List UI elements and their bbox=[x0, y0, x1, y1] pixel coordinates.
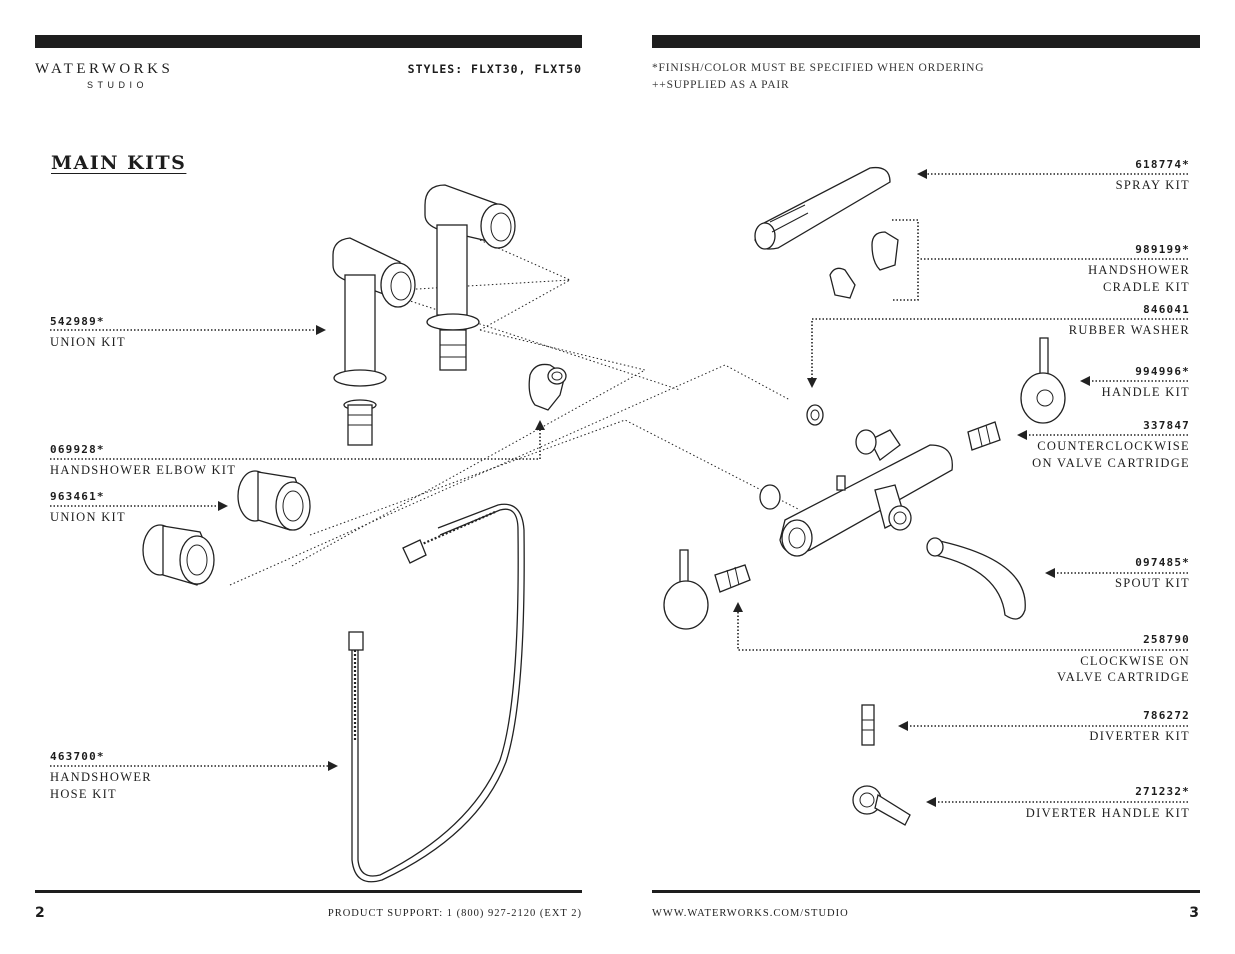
styles-heading: STYLES: FLXT30, FLXT50 bbox=[407, 62, 582, 76]
left-leaders bbox=[50, 325, 545, 771]
part-code-963461: 963461* bbox=[50, 490, 105, 503]
assembly-guide-lines bbox=[229, 239, 801, 586]
top-bar-left bbox=[35, 35, 582, 48]
part-code-097485: 097485* bbox=[1135, 556, 1190, 569]
bottom-rule-left bbox=[35, 890, 582, 893]
part-code-542989: 542989* bbox=[50, 315, 105, 328]
part-label-cradle-kit: CRADLE KIT bbox=[1103, 280, 1190, 294]
part-label-on-valve-cartridge: ON VALVE CARTRIDGE bbox=[1032, 456, 1190, 470]
finish-note: *FINISH/COLOR MUST BE SPECIFIED WHEN ORD… bbox=[652, 62, 985, 74]
website-link[interactable]: WWW.WATERWORKS.COM/STUDIO bbox=[652, 908, 849, 919]
part-label-clockwise-on: CLOCKWISE ON bbox=[1080, 654, 1190, 668]
part-label-counterclockwise: COUNTERCLOCKWISE bbox=[1037, 439, 1190, 453]
main-valve-body bbox=[759, 429, 953, 557]
handshower-hose bbox=[348, 503, 525, 883]
brand-logo-sub: STUDIO bbox=[87, 80, 149, 90]
part-label-handshower-2: HANDSHOWER bbox=[1088, 263, 1190, 277]
part-code-989199: 989199* bbox=[1135, 243, 1190, 256]
section-title: MAIN KITS bbox=[51, 152, 187, 174]
part-label-spout-kit: SPOUT KIT bbox=[1114, 576, 1190, 590]
union-kit-valve-bodies bbox=[332, 184, 516, 446]
top-bar-right bbox=[652, 35, 1200, 48]
part-code-271232: 271232* bbox=[1135, 785, 1190, 798]
union-kit-couplings bbox=[142, 470, 311, 586]
part-code-463700: 463700* bbox=[50, 750, 105, 763]
part-code-337847: 337847 bbox=[1143, 419, 1190, 432]
part-label-diverter-kit: DIVERTER KIT bbox=[1089, 729, 1190, 743]
part-label-handle-kit: HANDLE KIT bbox=[1101, 385, 1190, 399]
part-code-846041: 846041 bbox=[1143, 303, 1190, 316]
right-leaders bbox=[733, 169, 1188, 807]
part-label-union-kit-2: UNION KIT bbox=[50, 510, 126, 524]
handshower-elbow bbox=[528, 363, 567, 411]
part-code-994996: 994996* bbox=[1135, 365, 1190, 378]
part-label-union-kit: UNION KIT bbox=[50, 335, 126, 349]
pair-note: ++SUPPLIED AS A PAIR bbox=[652, 79, 790, 91]
part-label-handshower: HANDSHOWER bbox=[50, 770, 152, 784]
washer-handles-cartridges bbox=[663, 337, 1066, 826]
part-code-258790: 258790 bbox=[1143, 633, 1190, 646]
spray-kit bbox=[754, 166, 891, 250]
part-code-618774: 618774* bbox=[1135, 158, 1190, 171]
page-number-right: 3 bbox=[1189, 905, 1199, 921]
brand-logo-name: WATERWORKS bbox=[35, 61, 174, 77]
part-code-786272: 786272 bbox=[1143, 709, 1190, 722]
part-label-diverter-handle-kit: DIVERTER HANDLE KIT bbox=[1025, 806, 1190, 820]
product-support: PRODUCT SUPPORT: 1 (800) 927-2120 (EXT 2… bbox=[327, 908, 582, 919]
handshower-cradle bbox=[829, 231, 899, 299]
part-code-069928: 069928* bbox=[50, 443, 105, 456]
part-label-valve-cartridge: VALVE CARTRIDGE bbox=[1057, 670, 1190, 684]
bottom-rule-right bbox=[652, 890, 1200, 893]
part-label-spray-kit: SPRAY KIT bbox=[1115, 178, 1190, 192]
part-label-hose-kit: HOSE KIT bbox=[50, 787, 117, 801]
page-number-left: 2 bbox=[35, 905, 45, 921]
part-label-rubber-washer: RUBBER WASHER bbox=[1068, 323, 1190, 337]
part-label-handshower-elbow-kit: HANDSHOWER ELBOW KIT bbox=[50, 463, 237, 477]
